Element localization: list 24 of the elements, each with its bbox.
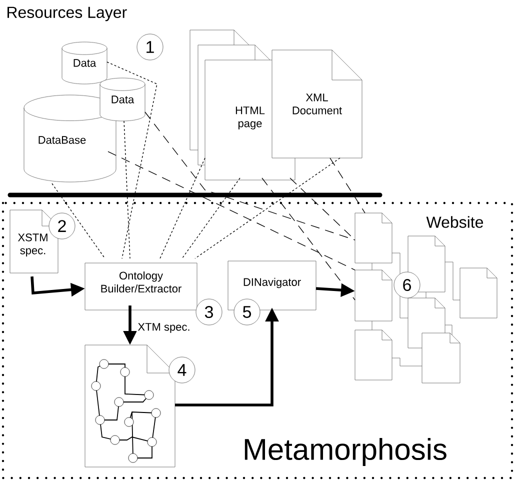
- connector-line: [330, 158, 366, 214]
- picture: [84, 344, 176, 468]
- cylinder: Data: [100, 78, 146, 122]
- process-box: Ontology Builder/Extractor: [84, 262, 198, 310]
- picture: [354, 212, 498, 384]
- callout-number: 6: [394, 272, 420, 298]
- heading: Website: [426, 216, 484, 228]
- connector-line: [182, 178, 240, 259]
- callout-number: 5: [234, 298, 260, 326]
- connector-line: [106, 62, 158, 259]
- connector-line: [52, 183, 106, 259]
- cylinder: Data: [62, 42, 108, 84]
- connector-line: [124, 120, 130, 259]
- connector-line: [144, 112, 356, 240]
- callout-number: 1: [136, 34, 164, 60]
- layer-title: Resources Layer: [8, 6, 127, 22]
- connector-line: [108, 151, 356, 270]
- callout-number: 4: [168, 356, 196, 384]
- callout-number: 2: [48, 212, 76, 240]
- connector-line: [194, 158, 340, 259]
- connector-line: [160, 158, 206, 259]
- callout-number: 3: [196, 298, 222, 326]
- connector-line: [262, 178, 356, 300]
- edge-label: XTM spec.: [136, 322, 192, 334]
